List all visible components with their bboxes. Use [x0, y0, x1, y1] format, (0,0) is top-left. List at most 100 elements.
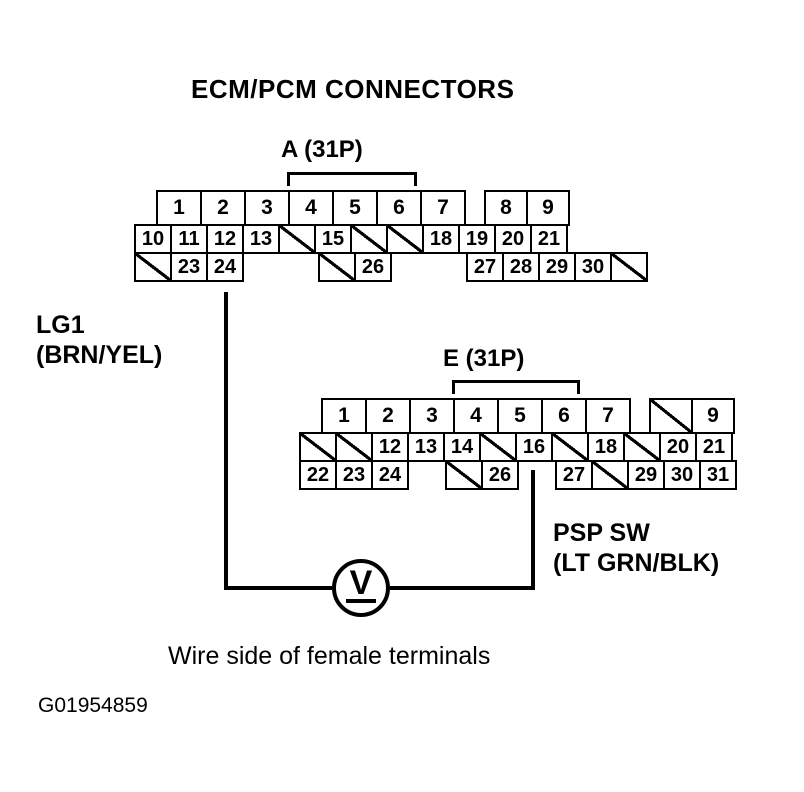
connector-e-terminal-23[interactable]: 23: [335, 460, 373, 490]
connector-e-terminal-27[interactable]: 27: [555, 460, 593, 490]
terminal-number: 3: [261, 196, 273, 219]
terminal-number: 23: [177, 255, 201, 278]
lg1-wire-horizontal: [224, 586, 332, 590]
connector-a-terminal-19[interactable]: 19: [458, 224, 496, 254]
voltmeter-letter: V: [349, 564, 373, 602]
connector-e-gap: [407, 460, 445, 490]
connector-a-unused-terminal[interactable]: [610, 252, 648, 282]
connector-e-label: E (31P): [443, 345, 525, 372]
connector-a-terminal-6[interactable]: 6: [376, 190, 422, 226]
connector-a-terminal-9[interactable]: 9: [526, 190, 570, 226]
connector-a-terminal-2[interactable]: 2: [200, 190, 246, 226]
connector-a-terminal-28[interactable]: 28: [502, 252, 540, 282]
connector-a-terminal-29[interactable]: 29: [538, 252, 576, 282]
connector-a-terminal-12[interactable]: 12: [206, 224, 244, 254]
connector-a-terminal-1[interactable]: 1: [156, 190, 202, 226]
connector-e-unused-terminal[interactable]: [623, 432, 661, 462]
connector-e-unused-terminal[interactable]: [299, 432, 337, 462]
connector-e-terminal-18[interactable]: 18: [587, 432, 625, 462]
connector-e-terminal-4[interactable]: 4: [453, 398, 499, 434]
connector-e-unused-terminal[interactable]: [591, 460, 629, 490]
connector-e-terminal-14[interactable]: 14: [443, 432, 481, 462]
psp-wire-vertical: [531, 470, 535, 590]
terminal-number: 21: [537, 227, 561, 250]
connector-a-gap: [464, 190, 484, 226]
connector-a-terminal-7[interactable]: 7: [420, 190, 466, 226]
terminal-number: 30: [670, 463, 694, 486]
connector-e-unused-terminal[interactable]: [445, 460, 483, 490]
lg1-wire-label: LG1 (BRN/YEL): [36, 310, 162, 370]
connector-a-terminal-5[interactable]: 5: [332, 190, 378, 226]
connector-e-terminal-6[interactable]: 6: [541, 398, 587, 434]
terminal-number: 21: [702, 435, 726, 458]
connector-a-terminal-4[interactable]: 4: [288, 190, 334, 226]
diagram-caption: Wire side of female terminals: [168, 642, 491, 670]
connector-e-terminal-26[interactable]: 26: [481, 460, 519, 490]
terminal-number: 2: [382, 404, 394, 427]
connector-a-unused-terminal[interactable]: [386, 224, 424, 254]
connector-e-terminal-13[interactable]: 13: [407, 432, 445, 462]
connector-e-terminal-24[interactable]: 24: [371, 460, 409, 490]
connector-a-terminal-15[interactable]: 15: [314, 224, 352, 254]
connector-a-terminal-3[interactable]: 3: [244, 190, 290, 226]
connector-e-unused-terminal[interactable]: [335, 432, 373, 462]
connector-a-terminal-18[interactable]: 18: [422, 224, 460, 254]
connector-e-terminal-2[interactable]: 2: [365, 398, 411, 434]
connector-a-terminal-8[interactable]: 8: [484, 190, 528, 226]
terminal-number: 13: [249, 227, 273, 250]
connector-e-terminal-1[interactable]: 1: [321, 398, 367, 434]
connector-a-terminal-20[interactable]: 20: [494, 224, 532, 254]
connector-e-terminal-30[interactable]: 30: [663, 460, 701, 490]
lg1-label-line1: LG1: [36, 311, 85, 339]
connector-a-terminal-10[interactable]: 10: [134, 224, 172, 254]
terminal-number: 19: [465, 227, 489, 250]
terminal-number: 18: [594, 435, 618, 458]
connector-a-unused-terminal[interactable]: [318, 252, 356, 282]
terminal-number: 29: [545, 255, 569, 278]
connector-e-terminal-31[interactable]: 31: [699, 460, 737, 490]
connector-e-terminal-5[interactable]: 5: [497, 398, 543, 434]
psp-label-line1: PSP SW: [553, 519, 650, 547]
connector-a-gap: [242, 252, 318, 282]
connector-e-terminal-21[interactable]: 21: [695, 432, 733, 462]
terminal-number: 4: [305, 196, 317, 219]
connector-e-unused-terminal[interactable]: [649, 398, 693, 434]
connector-a-unused-terminal[interactable]: [278, 224, 316, 254]
diagram-id-code: G01954859: [38, 694, 148, 717]
connector-e-terminal-29[interactable]: 29: [627, 460, 665, 490]
terminal-number: 4: [470, 404, 482, 427]
terminal-number: 12: [213, 227, 237, 250]
psp-wire-label: PSP SW (LT GRN/BLK): [553, 518, 719, 578]
connector-e-terminal-16[interactable]: 16: [515, 432, 553, 462]
connector-a-unused-terminal[interactable]: [134, 252, 172, 282]
connector-e-terminal-20[interactable]: 20: [659, 432, 697, 462]
connector-e-unused-terminal[interactable]: [479, 432, 517, 462]
connector-e-unused-terminal[interactable]: [551, 432, 589, 462]
lg1-label-line2: (BRN/YEL): [36, 341, 163, 369]
connector-a-terminal-23[interactable]: 23: [170, 252, 208, 282]
terminal-number: 24: [213, 255, 237, 278]
connector-e-terminal-22[interactable]: 22: [299, 460, 337, 490]
connector-a-terminal-24[interactable]: 24: [206, 252, 244, 282]
connector-a-terminal-21[interactable]: 21: [530, 224, 568, 254]
connector-e-terminal-9[interactable]: 9: [691, 398, 735, 434]
terminal-number: 30: [581, 255, 605, 278]
connector-a-terminal-26[interactable]: 26: [354, 252, 392, 282]
connector-a-terminal-30[interactable]: 30: [574, 252, 612, 282]
connector-e-terminal-7[interactable]: 7: [585, 398, 631, 434]
connector-e-terminal-12[interactable]: 12: [371, 432, 409, 462]
connector-a-terminal-11[interactable]: 11: [170, 224, 208, 254]
connector-a-terminal-13[interactable]: 13: [242, 224, 280, 254]
terminal-number: 13: [414, 435, 438, 458]
connector-a-terminal-27[interactable]: 27: [466, 252, 504, 282]
terminal-number: 20: [501, 227, 525, 250]
connector-e-terminal-3[interactable]: 3: [409, 398, 455, 434]
connector-a-unused-terminal[interactable]: [350, 224, 388, 254]
